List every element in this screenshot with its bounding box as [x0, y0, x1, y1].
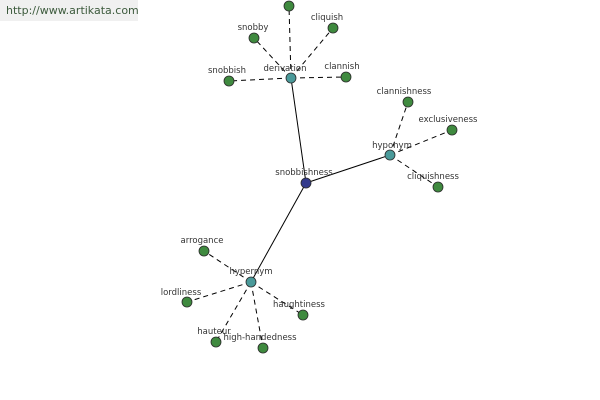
node-relation-derivation[interactable] [285, 72, 297, 84]
node-leaf-snobby[interactable] [248, 32, 260, 44]
node-leaf-exclusiveness[interactable] [446, 124, 458, 136]
node-leaf-high-handedness[interactable] [257, 342, 269, 354]
node-leaf-clannishness[interactable] [402, 96, 414, 108]
edge-derivation-clannish [290, 76, 347, 79]
graph-nodes [181, 0, 458, 354]
edge-root-hyponym [305, 154, 391, 184]
node-label-derivation: derivation [263, 64, 306, 74]
edge-derivation-cliquish [290, 27, 334, 79]
node-label-root: snobbishness [275, 168, 333, 178]
source-url-watermark: http://www.artikata.com [0, 0, 139, 21]
node-leaf-haughtiness[interactable] [297, 309, 309, 321]
node-label-clannish: clannish [324, 62, 359, 72]
edge-derivation-snobbish [228, 77, 292, 82]
node-leaf-hauteur[interactable] [210, 336, 222, 348]
node-label-snobbish: snobbish [208, 66, 246, 76]
edge-hyponym-exclusiveness [389, 129, 453, 156]
node-leaf-cliquishness[interactable] [432, 181, 444, 193]
edge-hypernym-arrogance [203, 250, 252, 283]
node-relation-hypernym[interactable] [245, 276, 257, 288]
edge-hypernym-haughtiness [250, 281, 304, 316]
node-label-hyponym: hyponym [372, 141, 412, 151]
node-root[interactable] [300, 177, 312, 189]
node-leaf-snobbish[interactable] [223, 75, 235, 87]
graph-labels: snobbishness derivation hyponym hypernym sno… [161, 13, 478, 343]
node-label-hypernym: hypernym [229, 267, 272, 277]
node-label-haughtiness: haughtiness [273, 300, 326, 310]
node-label-cliquish: cliquish [311, 13, 343, 23]
node-leaf-clannish[interactable] [340, 71, 352, 83]
node-label-exclusiveness: exclusiveness [419, 115, 478, 125]
node-relation-hyponym[interactable] [384, 149, 396, 161]
edge-hyponym-cliquishness [389, 154, 439, 188]
node-leaf-lordliness[interactable] [181, 296, 193, 308]
node-leaf-arrogance[interactable] [198, 245, 210, 257]
edge-hyponym-clannishness [389, 101, 409, 156]
node-leaf-cliquish[interactable] [327, 22, 339, 34]
edge-root-hypernym [250, 182, 307, 283]
node-leaf-top-unlabeled[interactable] [283, 0, 295, 12]
edge-hypernym-high-handedness [250, 281, 264, 349]
node-label-lordliness: lordliness [161, 288, 202, 298]
edge-root-derivation [290, 77, 307, 184]
node-label-hauteur: hauteur [197, 327, 231, 337]
node-label-clannishness: clannishness [377, 87, 432, 97]
edge-hypernym-hauteur [215, 281, 252, 343]
node-label-high-handedness: high-handedness [223, 333, 297, 343]
node-label-arrogance: arrogance [181, 236, 224, 246]
node-label-cliquishness: cliquishness [407, 172, 459, 182]
edge-derivation-top-unlabeled [288, 5, 292, 79]
edge-hypernym-lordliness [186, 281, 252, 303]
edge-derivation-snobby [253, 37, 292, 79]
graph-edges [186, 5, 453, 349]
node-label-snobby: snobby [238, 23, 269, 33]
